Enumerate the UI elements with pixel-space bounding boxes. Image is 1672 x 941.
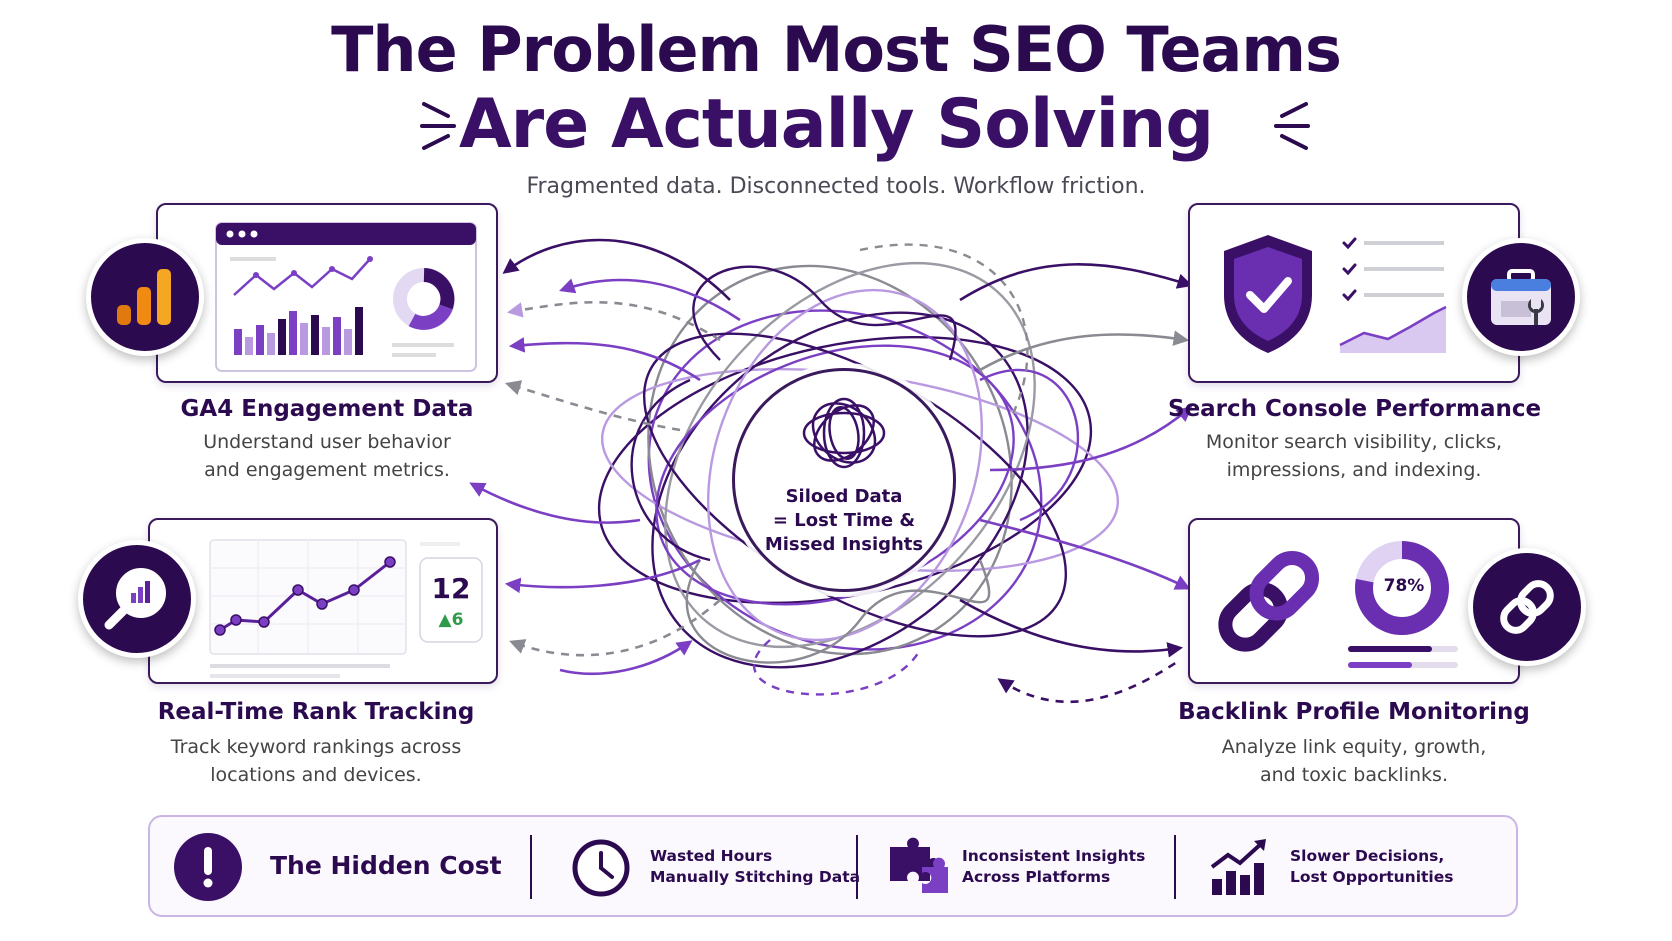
hub-line3: Missed Insights bbox=[764, 534, 924, 555]
cost-item-2-line1: Inconsistent Insights bbox=[962, 847, 1146, 865]
page-title-line1: The Problem Most SEO Teams bbox=[331, 13, 1342, 86]
divider bbox=[530, 835, 532, 899]
ga4-card bbox=[156, 203, 498, 383]
ga4-desc-line1: Understand user behavior bbox=[203, 431, 451, 453]
rank-desc-line2: locations and devices. bbox=[210, 764, 422, 786]
chain-link-icon bbox=[1500, 580, 1554, 634]
rank-tracking-card: 12 ▲6 bbox=[148, 518, 498, 684]
siloed-data-hub: Siloed Data = Lost Time & Missed Insight… bbox=[732, 368, 956, 592]
hidden-cost-title: The Hidden Cost bbox=[270, 851, 502, 880]
cost-item-2-line2: Across Platforms bbox=[962, 868, 1111, 886]
divider bbox=[856, 835, 858, 899]
backlink-desc-line1: Analyze link equity, growth, bbox=[1221, 736, 1487, 758]
left-spark-icon bbox=[420, 102, 456, 150]
rank-value: 12 bbox=[431, 572, 471, 605]
rank-change: ▲6 bbox=[438, 610, 464, 630]
cost-item-3: Slower Decisions, Lost Opportunities bbox=[1290, 846, 1453, 888]
magnifier-chart-icon bbox=[104, 568, 166, 630]
backlink-badge bbox=[1468, 548, 1586, 666]
backlink-card: 78% bbox=[1188, 518, 1520, 684]
hidden-cost-bar: The Hidden Cost Wasted Hours Manually St… bbox=[148, 815, 1518, 917]
exclamation-icon bbox=[203, 847, 213, 888]
right-spark-icon bbox=[1274, 102, 1310, 150]
hub-line1: Siloed Data bbox=[785, 486, 903, 507]
clock-icon bbox=[572, 839, 630, 897]
search-console-card bbox=[1188, 203, 1520, 383]
puzzle-icon bbox=[890, 837, 948, 893]
cost-item-1: Wasted Hours Manually Stitching Data bbox=[650, 846, 860, 888]
backlink-donut-label: 78% bbox=[1383, 576, 1425, 596]
backlink-desc-line2: and toxic backlinks. bbox=[1260, 764, 1448, 786]
ga4-dashboard-illustration bbox=[215, 222, 477, 372]
backlink-donut-fill bbox=[1355, 541, 1449, 635]
page-title-line2: Are Actually Solving bbox=[458, 85, 1214, 164]
divider bbox=[1174, 835, 1176, 899]
search-console-desc-line2: impressions, and indexing. bbox=[1226, 459, 1482, 481]
rank-title: Real-Time Rank Tracking bbox=[157, 699, 475, 725]
growth-chart-icon bbox=[1210, 839, 1266, 895]
search-console-illustration bbox=[1224, 235, 1447, 353]
alert-badge bbox=[174, 833, 242, 901]
cost-item-2: Inconsistent Insights Across Platforms bbox=[962, 846, 1145, 888]
rank-badge bbox=[78, 540, 196, 658]
ga4-desc-line2: and engagement metrics. bbox=[204, 459, 450, 481]
search-console-title: Search Console Performance bbox=[1168, 396, 1542, 422]
ga4-badge bbox=[86, 238, 204, 356]
rank-desc-line1: Track keyword rankings across bbox=[170, 736, 462, 758]
backlink-title: Backlink Profile Monitoring bbox=[1178, 699, 1530, 725]
ga4-title: GA4 Engagement Data bbox=[180, 396, 474, 422]
hub-line2: = Lost Time & bbox=[772, 510, 916, 531]
toolbox-wrench-icon bbox=[1491, 269, 1551, 325]
backlink-illustration bbox=[1218, 541, 1458, 668]
search-console-badge bbox=[1462, 238, 1580, 356]
cost-item-1-line1: Wasted Hours bbox=[650, 847, 773, 865]
cost-item-3-line1: Slower Decisions, bbox=[1290, 847, 1445, 865]
search-console-desc-line1: Monitor search visibility, clicks, bbox=[1205, 431, 1503, 453]
rank-chart-illustration bbox=[209, 539, 483, 678]
analytics-bars-icon bbox=[117, 269, 171, 325]
cost-item-3-line2: Lost Opportunities bbox=[1290, 868, 1454, 886]
tangle-knot-icon bbox=[802, 397, 886, 469]
cost-item-1-line2: Manually Stitching Data bbox=[650, 868, 861, 886]
subtitle: Fragmented data. Disconnected tools. Wor… bbox=[526, 174, 1146, 199]
